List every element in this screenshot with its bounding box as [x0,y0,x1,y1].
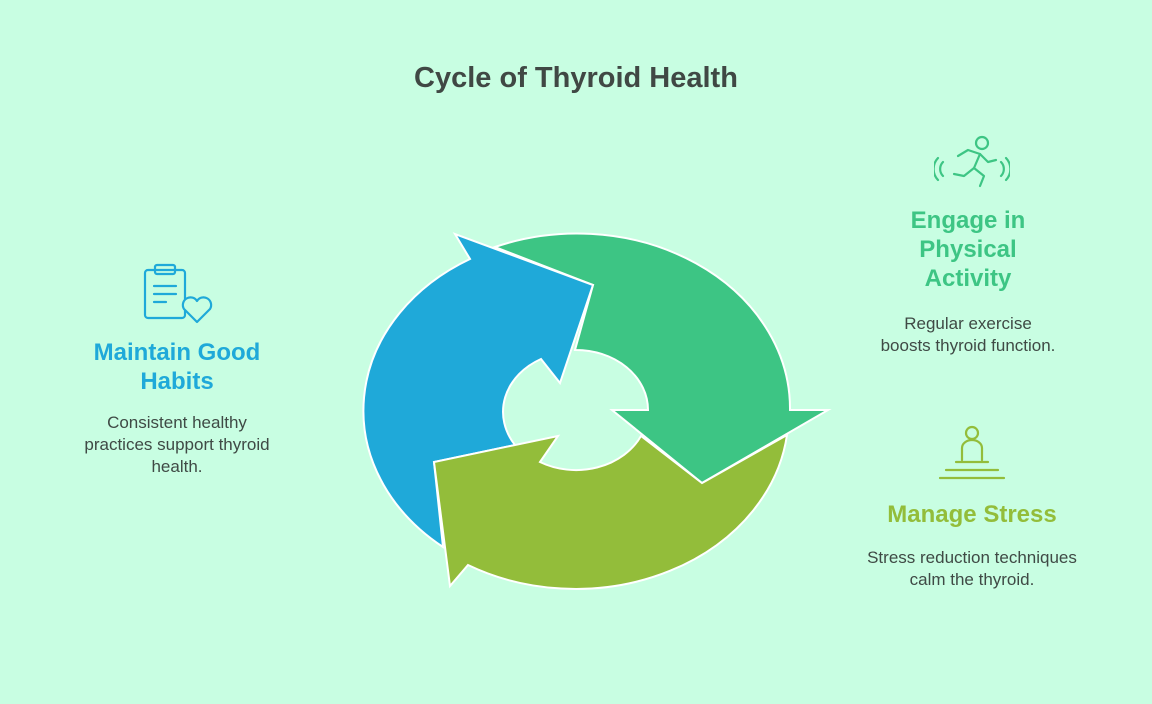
step-heading: Manage Stress [887,501,1057,528]
diagram-title: Cycle of Thyroid Health [414,62,738,94]
blue-arrow-segment [362,232,595,550]
step-heading: Engage in Physical Activity [910,207,1026,292]
step-heading: Maintain Good Habits [93,339,261,395]
step-manage-stress: Manage Stress Stress reduction technique… [860,500,1084,591]
olive-arrow-segment [432,433,789,590]
meditation-icon [938,425,1006,480]
clipboard-heart-icon [143,263,213,324]
step-description: Stress reduction techniques calm the thy… [867,548,1077,589]
step-description: Regular exercise boosts thyroid function… [880,314,1056,355]
running-person-icon [934,135,1010,188]
step-engage-physical-activity: Engage in Physical Activity Regular exer… [858,206,1078,357]
green-arrow-segment [492,232,832,485]
step-maintain-good-habits: Maintain Good Habits Consistent healthy … [60,338,294,478]
step-description: Consistent healthy practices support thy… [84,413,270,476]
